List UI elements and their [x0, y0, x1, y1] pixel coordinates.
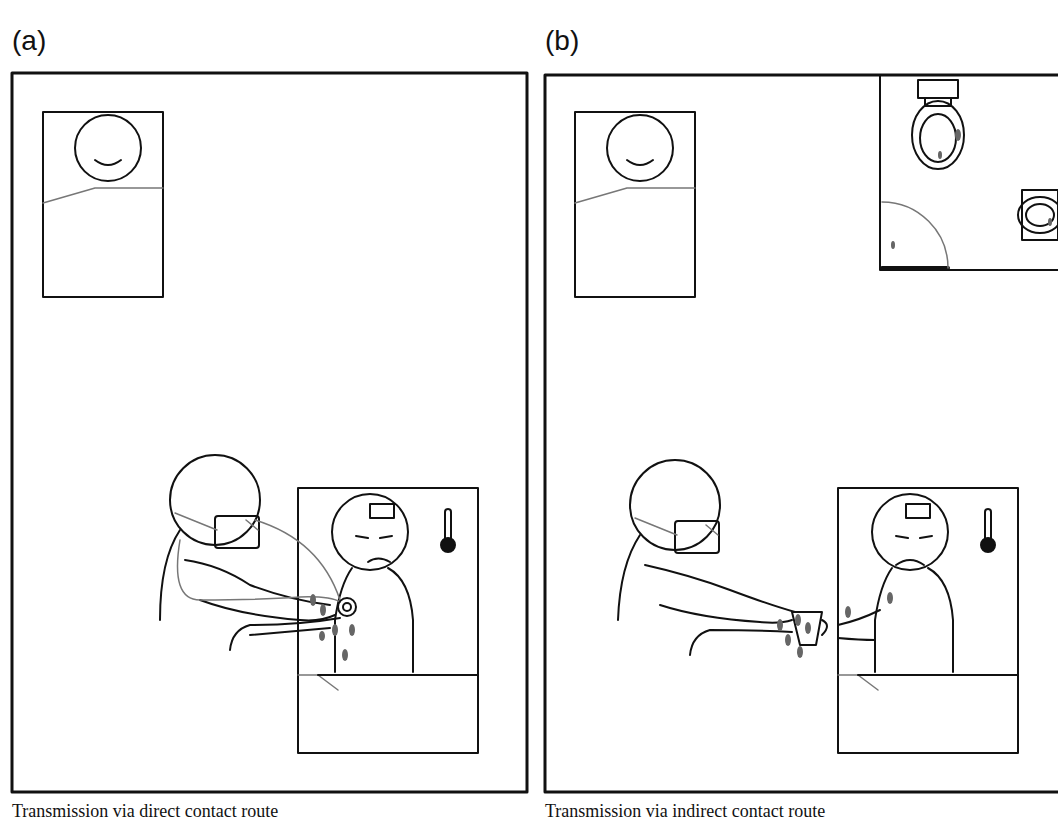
panel-letter: (a) — [12, 26, 46, 57]
panel-caption: Transmission via direct contact route — [12, 802, 278, 822]
panel-caption: Transmission via indirect contact route — [545, 802, 825, 822]
panel-letter: (b) — [545, 26, 579, 57]
